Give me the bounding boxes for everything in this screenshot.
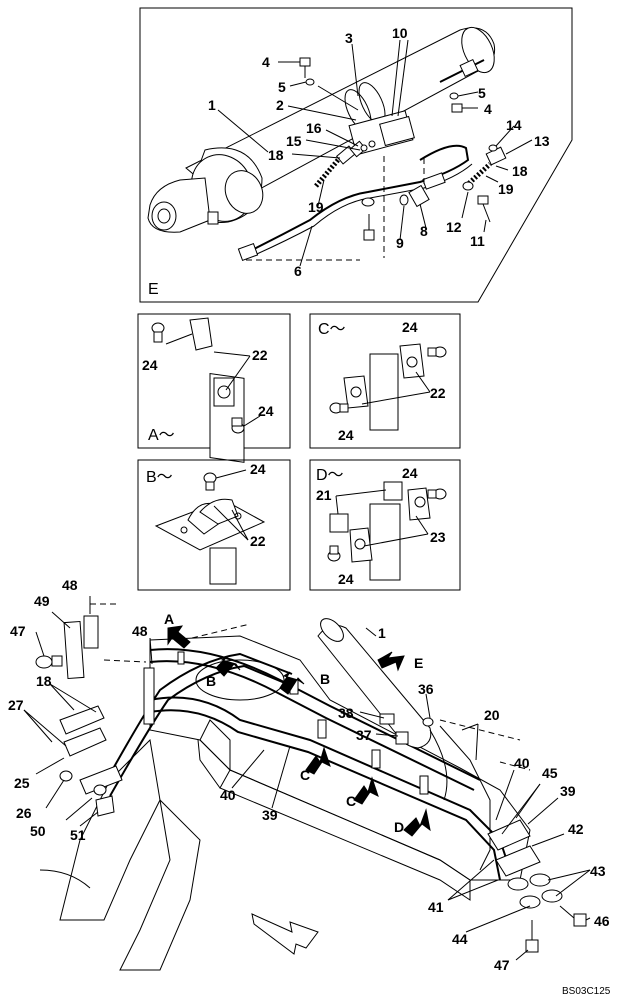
- callout-e-3: 3: [345, 30, 353, 46]
- callout-e-10: 10: [392, 25, 408, 41]
- callout-e-14: 14: [506, 117, 522, 133]
- callout-m-1: 1: [378, 625, 386, 641]
- callout-e-11: 11: [470, 233, 485, 249]
- arrow-d-icon: [403, 808, 431, 837]
- panel-b: B～ 24 22: [137, 459, 291, 591]
- callout-e-15: 15: [286, 133, 302, 149]
- callout-b-22: 22: [250, 533, 266, 549]
- callout-a-22: 22: [252, 347, 268, 363]
- callout-m-42: 42: [568, 821, 584, 837]
- callout-c-24b: 24: [338, 427, 354, 443]
- callout-e-6: 6: [294, 263, 302, 279]
- callout-a-24a: 24: [142, 357, 158, 373]
- panel-c-label: C～: [318, 321, 346, 338]
- callout-e-8: 8: [420, 223, 428, 239]
- callout-e-4b: 4: [484, 101, 492, 117]
- callout-e-16: 16: [306, 120, 322, 136]
- callout-a-24b: 24: [258, 403, 274, 419]
- callout-d-24b: 24: [338, 571, 354, 587]
- callout-e-12: 12: [446, 219, 462, 235]
- callout-b-24: 24: [250, 461, 266, 477]
- callout-e-9: 9: [396, 235, 404, 251]
- callout-d-23: 23: [430, 529, 446, 545]
- callout-m-44: 44: [452, 931, 468, 947]
- panel-a-label: A～: [148, 427, 175, 444]
- callout-m-46: 46: [594, 913, 610, 929]
- callout-m-20: 20: [484, 707, 500, 723]
- arrow-b1-icon: [215, 655, 241, 677]
- callout-m-41: 41: [428, 899, 444, 915]
- callout-m-50: 50: [30, 823, 46, 839]
- callout-m-39b: 39: [560, 783, 576, 799]
- callout-m-40b: 40: [514, 755, 530, 771]
- callout-e-19b: 19: [498, 181, 514, 197]
- arrow-c2-icon: [353, 776, 379, 805]
- callout-e-13: 13: [534, 133, 550, 149]
- callout-e-5a: 5: [278, 79, 286, 95]
- panel-a: 24 22 24 A～: [137, 313, 291, 463]
- arrow-label-b1: B: [206, 673, 216, 689]
- arrow-label-c2: C: [346, 793, 356, 809]
- callout-m-40a: 40: [220, 787, 236, 803]
- callout-m-48b: 48: [132, 623, 148, 639]
- callout-m-48a: 48: [62, 577, 78, 593]
- arrow-label-a: A: [164, 611, 174, 627]
- callout-m-49: 49: [34, 593, 50, 609]
- callout-c-24a: 24: [402, 319, 418, 335]
- callout-d-24a: 24: [402, 465, 418, 481]
- callout-m-37: 37: [356, 727, 372, 743]
- callout-m-36: 36: [418, 681, 434, 697]
- panel-e-leaders: [217, 39, 533, 267]
- callout-m-45: 45: [542, 765, 558, 781]
- callout-e-1: 1: [208, 97, 216, 113]
- arrow-label-b2: B: [320, 671, 330, 687]
- callout-m-18: 18: [36, 673, 52, 689]
- arrow-c1-icon: [305, 746, 331, 775]
- callout-m-47a: 47: [10, 623, 26, 639]
- callout-m-43: 43: [590, 863, 606, 879]
- callout-d-21: 21: [316, 487, 332, 503]
- arrow-b2-icon: [279, 671, 305, 695]
- callout-e-18b: 18: [512, 163, 528, 179]
- boom-drawing: [35, 603, 587, 971]
- arrow-label-d: D: [394, 819, 404, 835]
- panel-d-label: D～: [316, 467, 344, 484]
- main-assembly: A B B C C D E: [8, 577, 610, 973]
- direction-arrow-icon: [251, 913, 319, 955]
- callout-e-4a: 4: [262, 54, 270, 70]
- callout-m-25: 25: [14, 775, 30, 791]
- view-arrows: [167, 625, 431, 955]
- arrow-label-e: E: [414, 655, 423, 671]
- callout-e-18a: 18: [268, 147, 284, 163]
- callout-m-27: 27: [8, 697, 24, 713]
- callout-m-51: 51: [70, 827, 86, 843]
- arrow-e-icon: [377, 651, 405, 672]
- panel-d: D～ 24 21 23 24: [309, 459, 461, 591]
- panel-b-label: B～: [146, 469, 173, 486]
- callout-e-2: 2: [276, 97, 284, 113]
- main-leaders: [23, 596, 591, 961]
- panel-e-label: E: [148, 281, 159, 298]
- callout-m-38: 38: [338, 705, 354, 721]
- callout-c-22: 22: [430, 385, 446, 401]
- panel-c: C～ 24 22 24: [309, 313, 461, 449]
- arrow-label-c1: C: [300, 767, 310, 783]
- callout-m-26: 26: [16, 805, 32, 821]
- callout-m-47b: 47: [494, 957, 510, 973]
- callout-m-39a: 39: [262, 807, 278, 823]
- panel-e: 1 2 3 4 5 10 5 4 14 13 16 15 18 18 19 19…: [139, 7, 573, 303]
- arrow-a-icon: [167, 625, 191, 649]
- callout-e-5b: 5: [478, 85, 486, 101]
- callout-e-19a: 19: [308, 199, 324, 215]
- document-reference: BS03C125: [562, 986, 611, 997]
